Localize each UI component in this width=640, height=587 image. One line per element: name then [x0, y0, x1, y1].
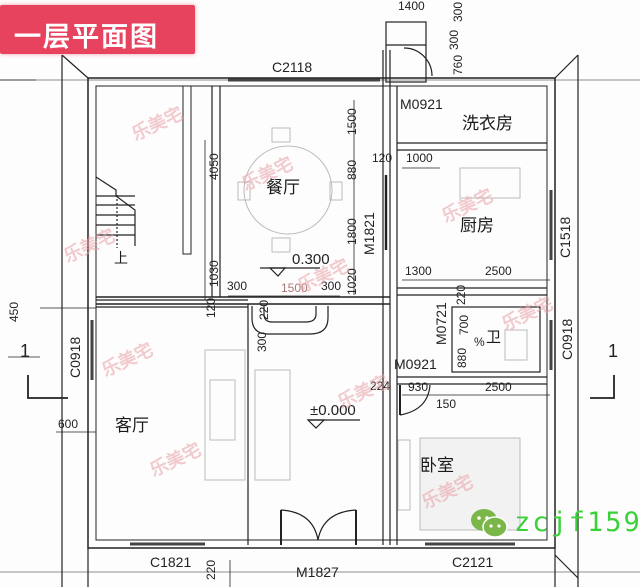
dim-450: 450 — [7, 301, 21, 322]
section-marker-left: 1 — [20, 341, 31, 361]
room-label-living: 客厅 — [115, 416, 149, 436]
dim-220a: 220 — [257, 299, 271, 320]
dim-step-300b: 300 — [321, 279, 342, 293]
window-code-c0918-left: C0918 — [67, 336, 83, 378]
dim-bath-880: 880 — [455, 347, 469, 368]
dim-1800: 1800 — [345, 218, 359, 245]
window-code-c0918-right: C0918 — [559, 318, 575, 360]
door-code-m1821: M1821 — [361, 212, 377, 255]
dim-top-760: 760 — [451, 54, 465, 75]
dim-930: 930 — [408, 380, 429, 394]
dim-4050: 4050 — [207, 153, 221, 180]
dim-1000: 1000 — [406, 151, 433, 165]
room-label-kitchen: 厨房 — [460, 216, 494, 236]
dim-120a: 120 — [372, 151, 393, 165]
dim-1500: 1500 — [345, 108, 359, 135]
window-code-c2118: C2118 — [272, 59, 313, 75]
wechat-id: zcjf159 — [514, 507, 640, 538]
wechat-contact: zcjf159 — [470, 507, 640, 538]
dim-bottom-220: 220 — [204, 559, 218, 580]
dim-600: 600 — [58, 417, 79, 431]
dim-224: 224 — [370, 379, 391, 393]
dim-kitchen-1300: 1300 — [405, 264, 432, 278]
door-code-m0921-mid: M0921 — [394, 356, 437, 372]
wechat-icon — [471, 508, 508, 538]
stairs-up-label: 上 — [114, 251, 128, 267]
dim-bed-2500: 2500 — [485, 380, 512, 394]
dim-880: 880 — [345, 159, 359, 180]
dim-step-1500: 1500 — [281, 281, 308, 295]
section-marker-right: 1 — [608, 341, 619, 361]
window-code-c2121: C2121 — [452, 554, 494, 570]
room-label-laundry: 洗衣房 — [462, 114, 513, 134]
room-label-bathroom: 卫 — [486, 328, 502, 346]
dim-step-300a: 300 — [227, 279, 248, 293]
dim-300-vertical: 300 — [255, 331, 269, 352]
dim-percent: % — [474, 335, 485, 349]
door-code-m1827: M1827 — [296, 564, 339, 580]
door-code-m0921-top: M0921 — [400, 96, 443, 112]
dim-150: 150 — [436, 397, 457, 411]
level-living: ±0.000 — [310, 402, 356, 419]
dim-top-1400: 1400 — [398, 0, 425, 13]
window-code-c1518: C1518 — [557, 216, 573, 258]
dim-220b: 220 — [454, 284, 468, 305]
window-code-c1821: C1821 — [150, 554, 192, 570]
level-dining: 0.300 — [292, 251, 330, 268]
room-label-dining: 餐厅 — [266, 178, 300, 198]
title-badge: 一层平面图 — [0, 5, 195, 54]
dim-bath-700: 700 — [457, 314, 471, 335]
dim-top-300a: 300 — [451, 1, 465, 22]
dim-1030: 1030 — [207, 260, 221, 287]
dim-kitchen-2500: 2500 — [485, 264, 512, 278]
door-code-m0721: M0721 — [433, 302, 449, 345]
dim-120b: 120 — [204, 297, 218, 318]
dim-top-300b: 300 — [447, 29, 461, 50]
room-label-bedroom: 卧室 — [420, 456, 454, 476]
plan-title: 一层平面图 — [14, 22, 159, 53]
